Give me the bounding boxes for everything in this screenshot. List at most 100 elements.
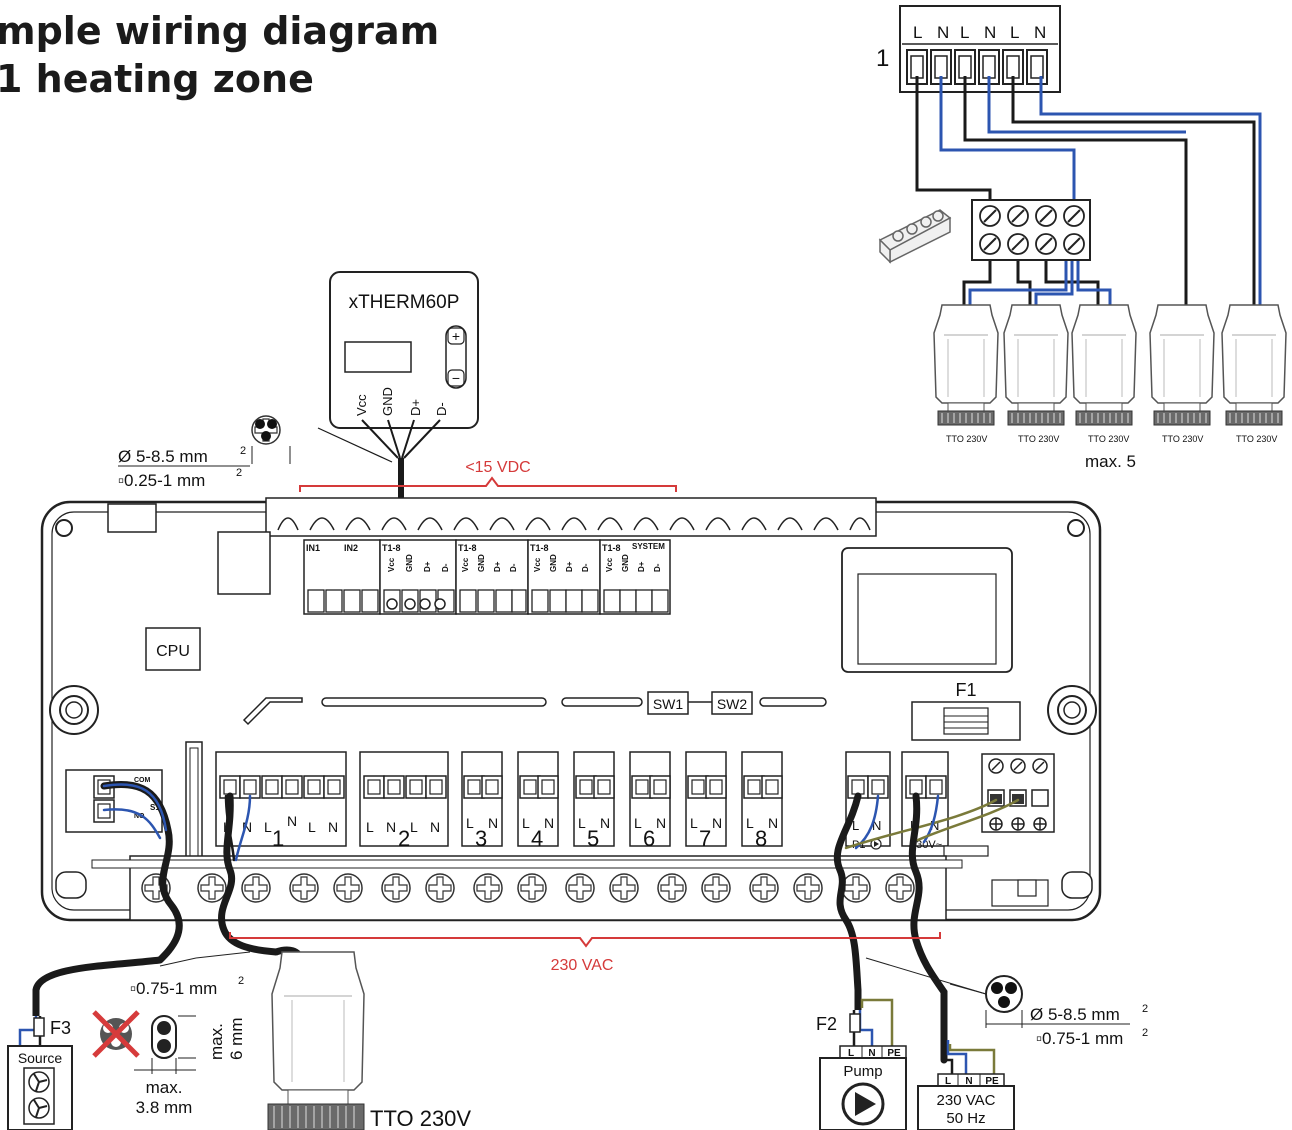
bus-pin-label: GND bbox=[405, 554, 414, 572]
terminal-n: N bbox=[712, 815, 722, 831]
terminal-l: L bbox=[466, 815, 474, 831]
high-voltage-label: 230 VAC bbox=[551, 957, 614, 974]
fuse-f1 bbox=[911, 701, 1021, 741]
bottom-gland-row bbox=[141, 873, 915, 903]
zone-terminals: L N L N L N L N L N L N L N L N L N L N bbox=[215, 751, 783, 851]
bus-pin-label: D+ bbox=[637, 561, 646, 572]
terminal-n: N bbox=[544, 815, 554, 831]
fuse-f3-label: F3 bbox=[50, 1018, 71, 1038]
input-in2-label: IN2 bbox=[344, 543, 358, 553]
minus-button[interactable] bbox=[447, 369, 465, 387]
terminal-l: L bbox=[264, 819, 272, 835]
actuator-icon bbox=[1003, 304, 1069, 426]
bus-pin-label: Vcc bbox=[461, 557, 470, 572]
pump-terminal-n: N bbox=[868, 1048, 875, 1059]
thermostat-controller: xTHERM60P + − Vcc GND D+ D- bbox=[329, 271, 479, 429]
bus-pin-label: GND bbox=[477, 554, 486, 572]
actuator-label: TTO 230V bbox=[1236, 434, 1277, 444]
zone-number-8: 8 bbox=[755, 826, 767, 851]
cable-diameter-top: Ø 5-8.5 mm bbox=[118, 447, 208, 466]
bus-pin-label: D+ bbox=[565, 561, 574, 572]
zone-actuator-label: TTO 230V bbox=[370, 1106, 471, 1130]
sw2-switch bbox=[711, 691, 753, 715]
actuator-icon bbox=[1221, 304, 1287, 426]
actuator-group: TTO 230V TTO 230V TTO 230V TTO 230V TTO … bbox=[933, 304, 1287, 471]
terminal-strip-icon bbox=[878, 209, 952, 264]
cable-spec-left: ▫0.75-1 mm 2 bbox=[130, 951, 251, 998]
plus-button[interactable] bbox=[447, 327, 465, 345]
minus-glyph: − bbox=[452, 370, 460, 386]
strip-height-label: max. bbox=[207, 1023, 226, 1060]
terminal-l: L bbox=[410, 819, 418, 835]
actuator-max-count: max. 5 bbox=[1085, 452, 1136, 471]
high-voltage-range: 230 VAC bbox=[229, 932, 941, 974]
controller-pin-vcc: Vcc bbox=[354, 394, 369, 416]
wrong-cable-icon bbox=[92, 1010, 140, 1058]
strip-height-value: 6 mm bbox=[227, 1018, 246, 1061]
junction-terminal-block bbox=[971, 199, 1091, 261]
supply-frequency: 50 Hz bbox=[946, 1110, 985, 1127]
controller-pin-gnd: GND bbox=[380, 387, 395, 416]
sw1-label: SW1 bbox=[653, 696, 684, 712]
actuator-label: TTO 230V bbox=[1088, 434, 1129, 444]
cable-diameter-sup: 2 bbox=[1142, 1003, 1148, 1015]
zone-number-1: 1 bbox=[272, 826, 284, 851]
pump-terminal-l: L bbox=[848, 1048, 854, 1059]
connector-label-4: N bbox=[984, 23, 996, 42]
supply-wiring bbox=[942, 1040, 996, 1074]
terminal-n: N bbox=[930, 818, 939, 833]
plus-glyph: + bbox=[452, 328, 460, 344]
relay-s1-label: S1 bbox=[150, 803, 160, 812]
low-voltage-label: <15 VDC bbox=[465, 459, 530, 476]
bus-pin-label: Vcc bbox=[533, 557, 542, 572]
fuse-f2 bbox=[849, 1013, 861, 1033]
supply-terminal-pe: PE bbox=[985, 1076, 999, 1087]
terminal-l: L bbox=[366, 819, 374, 835]
zone-number-7: 7 bbox=[699, 826, 711, 851]
bus-pin-label: D- bbox=[441, 563, 450, 572]
input-bus-terminals: IN1 IN2 T1-8 T1-8 T1-8 T1-8 SYSTEM Vcc G… bbox=[303, 539, 671, 615]
connector-label-3: L bbox=[960, 23, 969, 42]
connector-label-2: N bbox=[937, 23, 949, 42]
bus-pin-label: D+ bbox=[423, 561, 432, 572]
zone-number-2: 2 bbox=[398, 826, 410, 851]
pump-unit: L N PE Pump bbox=[819, 1045, 907, 1130]
cable-diameter-right: Ø 5-8.5 mm bbox=[1030, 1005, 1120, 1024]
terminal-n: N bbox=[287, 813, 297, 829]
zone-number-4: 4 bbox=[531, 826, 543, 851]
strip-width-label: max. bbox=[146, 1078, 183, 1097]
supply-terminal-label: 230V~ bbox=[910, 839, 942, 851]
controller-pin-dminus: D- bbox=[434, 402, 449, 416]
bus-pin-label: D- bbox=[653, 563, 662, 572]
terminal-l: L bbox=[746, 815, 754, 831]
bus-pin-label: D+ bbox=[493, 561, 502, 572]
bus-pin-label: GND bbox=[549, 554, 558, 572]
relay-com-label: COM bbox=[134, 777, 151, 784]
source-label: Source bbox=[18, 1050, 63, 1066]
actuator-icon bbox=[1149, 304, 1215, 426]
strip-width-value: 3.8 mm bbox=[136, 1098, 193, 1117]
heat-source: Source bbox=[7, 1045, 73, 1130]
supply-terminal-n: N bbox=[965, 1076, 972, 1087]
connector-number: 1 bbox=[876, 45, 889, 72]
controller-name: xTHERM60P bbox=[349, 292, 460, 313]
terminal-l: L bbox=[308, 819, 316, 835]
pump-label: Pump bbox=[843, 1063, 882, 1080]
cable-section-right: ▫0.75-1 mm bbox=[1036, 1029, 1123, 1048]
power-supply: L N PE 230 VAC 50 Hz bbox=[917, 1073, 1015, 1130]
correct-cable-icon bbox=[151, 1015, 177, 1059]
connector-label-1: L bbox=[913, 23, 922, 42]
terminal-l: L bbox=[634, 815, 642, 831]
terminal-n: N bbox=[430, 819, 440, 835]
system-label: SYSTEM bbox=[632, 542, 665, 551]
terminal-n: N bbox=[768, 815, 778, 831]
zone-number-5: 5 bbox=[587, 826, 599, 851]
bus-pin-label: Vcc bbox=[387, 557, 396, 572]
cpu-label: CPU bbox=[156, 643, 190, 660]
fuse-f2-label: F2 bbox=[816, 1014, 837, 1034]
bus-group-label: T1-8 bbox=[382, 543, 401, 553]
terminal-n: N bbox=[242, 819, 252, 835]
strip-length-note: max. 3.8 mm max. 6 mm bbox=[92, 1010, 246, 1117]
actuator-icon bbox=[1071, 304, 1137, 426]
